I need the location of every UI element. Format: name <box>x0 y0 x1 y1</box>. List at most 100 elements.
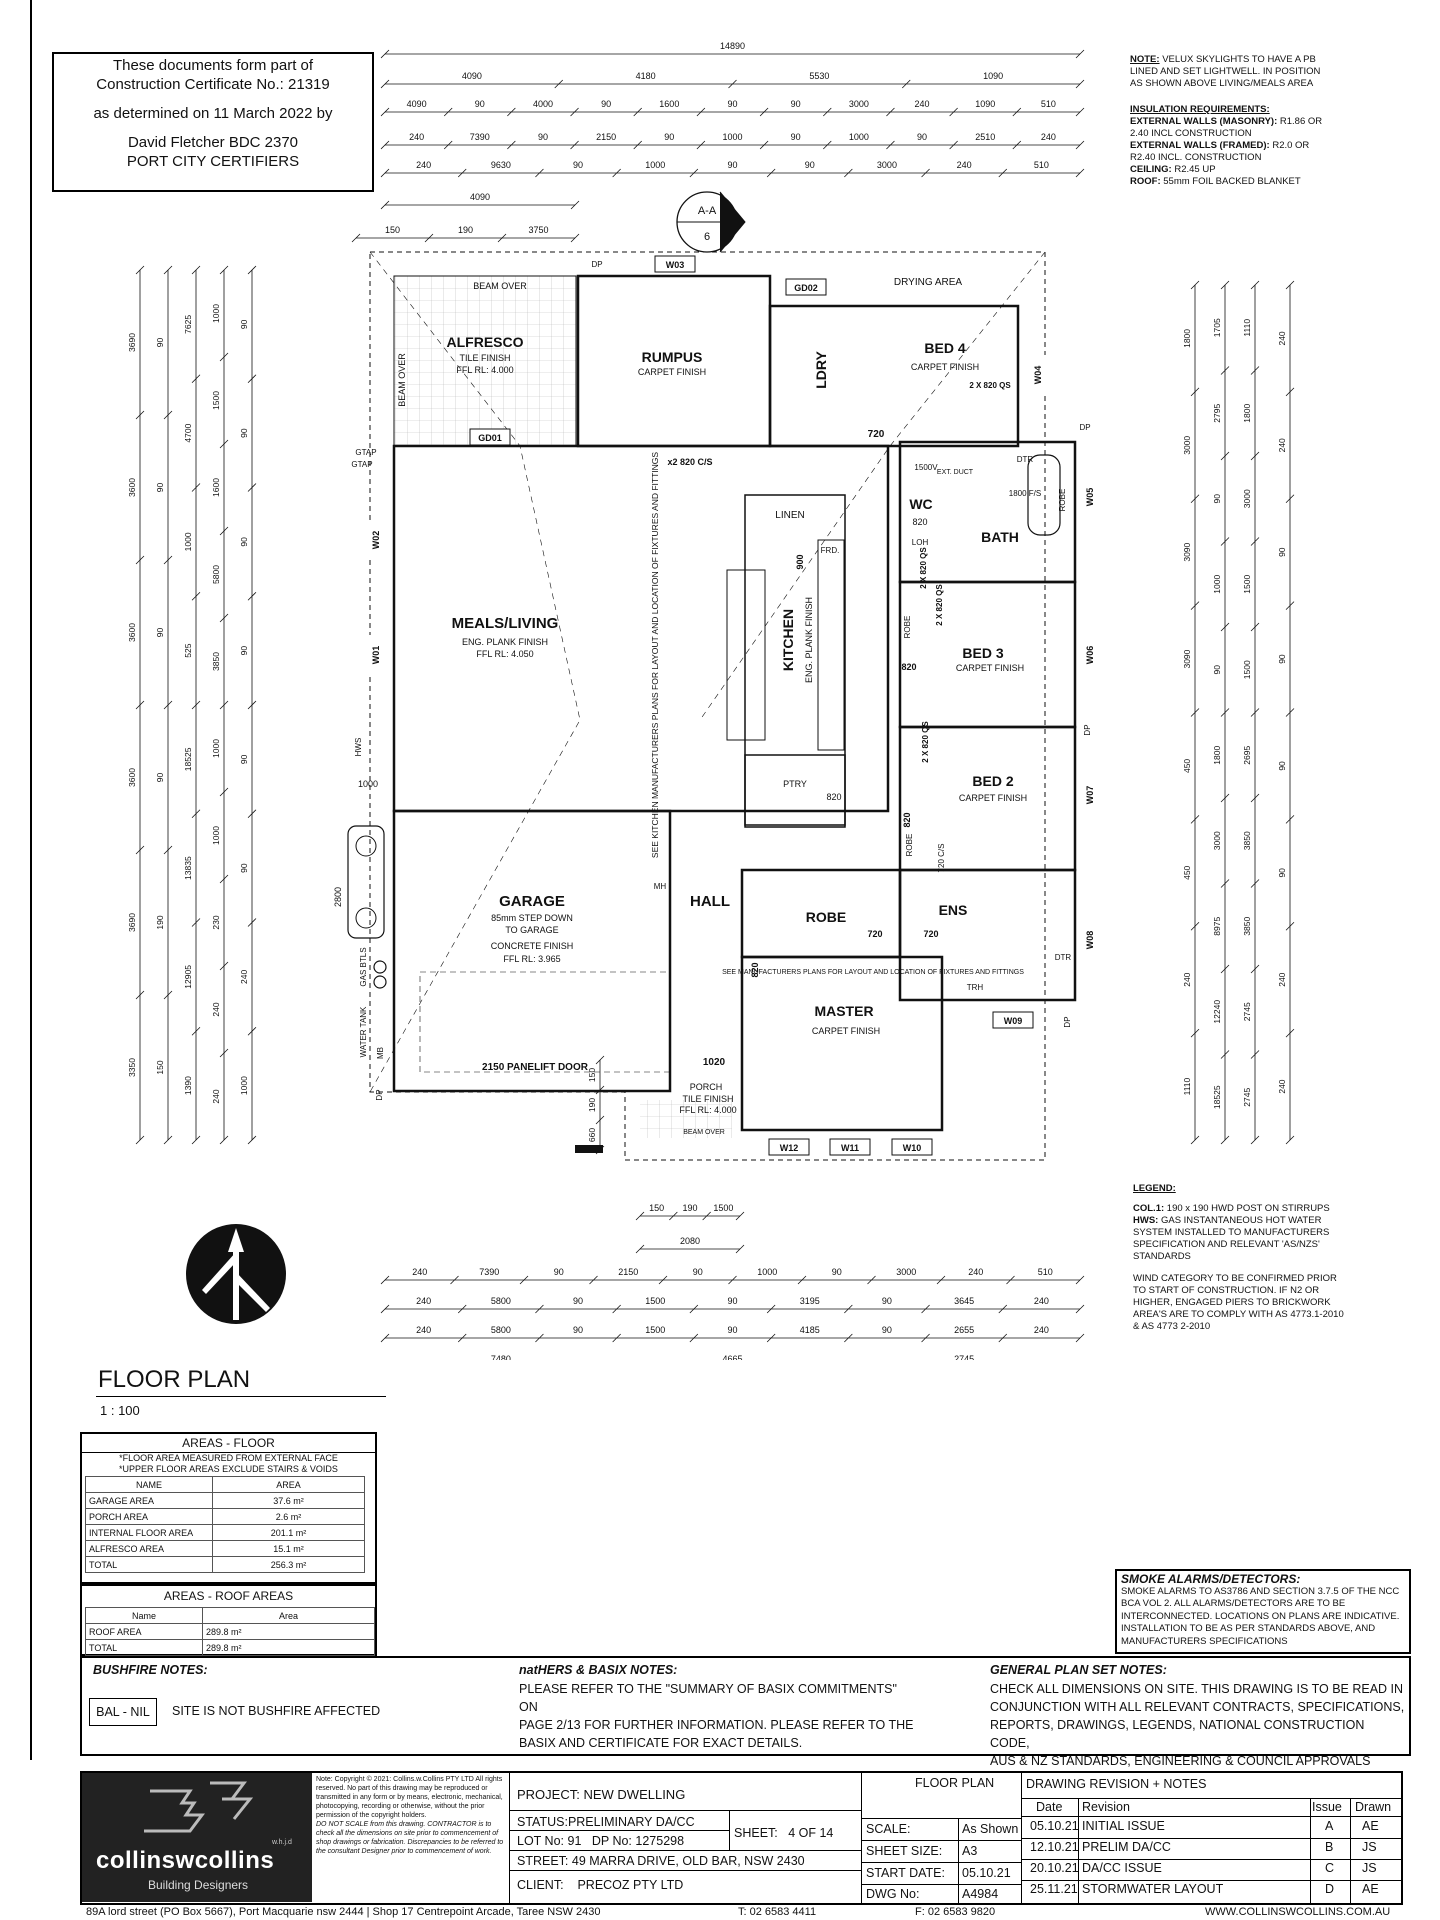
dim-tick <box>735 1244 745 1254</box>
legend-title: LEGEND: <box>1133 1183 1176 1194</box>
legend-hws-text: GAS INSTANTANEOUS HOT WATER SYSTEM INSTA… <box>1133 1215 1330 1262</box>
dim-tick <box>822 107 832 117</box>
dim-tick <box>1190 708 1200 717</box>
dim-label: 1500 <box>645 1325 665 1335</box>
plan-annotation: MB <box>376 1047 385 1059</box>
dim-label: 3850 <box>1242 831 1252 850</box>
window-label: GD02 <box>794 283 818 293</box>
room-label: GARAGE <box>499 893 565 910</box>
dim-tick <box>1250 1050 1260 1059</box>
dim-label: 90 <box>727 1296 737 1306</box>
dim-label: 240 <box>1277 972 1287 986</box>
plan-annotation: WATER TANK <box>359 1006 368 1057</box>
dim-label: 240 <box>915 99 930 109</box>
garage-walls <box>392 809 672 1093</box>
footer-fax: F: 02 6583 9820 <box>915 1906 996 1918</box>
dim-tick <box>1285 921 1295 931</box>
plan-annotation: 1000 <box>358 779 378 789</box>
dim-label: 1090 <box>983 71 1003 81</box>
general-title: GENERAL PLAN SET NOTES: <box>990 1663 1167 1677</box>
window-tag <box>654 255 696 273</box>
dim-tick <box>936 1275 946 1285</box>
dim-label: 90 <box>239 646 249 656</box>
dim-tick <box>766 1333 776 1343</box>
dim-label: 12905 <box>183 965 193 989</box>
dim-label: 8975 <box>1212 917 1222 936</box>
areas-floor-box: AREAS - FLOOR *FLOOR AREA MEASURED FROM … <box>80 1432 377 1584</box>
insulation-title: INSULATION REQUIREMENTS: <box>1130 104 1270 115</box>
dim-label: 1000 <box>239 1076 249 1095</box>
dim-label: 240 <box>211 1089 221 1103</box>
footer-phone: T: 02 6583 4411 <box>738 1906 817 1918</box>
north-arrow-icon <box>186 1224 286 1324</box>
dim-tick <box>497 233 507 243</box>
dim-label: 240 <box>968 1267 983 1277</box>
dim-tick <box>191 1135 201 1145</box>
project-field: PROJECT: NEW DWELLING <box>517 1787 685 1802</box>
dim-label: 240 <box>1034 1296 1049 1306</box>
dim-label: 3000 <box>1242 489 1252 508</box>
room-label: CONCRETE FINISH <box>491 941 574 951</box>
dim-tick <box>1190 601 1200 610</box>
dim-label: 1110 <box>1242 319 1252 337</box>
dim-label: 240 <box>211 1002 221 1016</box>
dim-label: 7390 <box>479 1267 499 1277</box>
dim-tick <box>921 168 930 178</box>
dim-tick <box>1190 494 1200 504</box>
page-frame-left <box>30 0 32 1760</box>
plan-annotation: 2 X 820 QS <box>921 721 930 763</box>
lot-field: LOT No: 91 DP No: 1275298 <box>517 1834 684 1848</box>
dim-tick <box>135 265 145 275</box>
dim-tick <box>219 439 229 449</box>
room-label: BED 2 <box>972 773 1013 789</box>
dim-tick <box>886 107 895 117</box>
dim-tick <box>219 700 229 710</box>
dim-label: 240 <box>1277 331 1287 345</box>
drawing-title: FLOOR PLAN <box>915 1776 995 1790</box>
dim-tick <box>535 1333 544 1343</box>
dim-label: 190 <box>155 915 165 929</box>
dim-tick <box>135 990 145 1000</box>
start-date-label: START DATE: <box>866 1866 945 1880</box>
dimension-lines <box>135 49 1295 1343</box>
dim-label: 90 <box>554 1267 564 1277</box>
street-label: STREET: <box>517 1854 569 1868</box>
tb-divider <box>509 1771 510 1905</box>
dim-tick <box>612 168 621 178</box>
insul-text-3: 55mm FOIL BACKED BLANKET <box>1163 176 1301 187</box>
row-name: GARAGE AREA <box>85 1492 213 1509</box>
client-label: CLIENT: <box>517 1878 564 1892</box>
dim-tick <box>901 79 911 89</box>
dim-tick <box>1220 964 1230 974</box>
dim-tick <box>163 555 173 565</box>
window-label: W07 <box>1085 786 1095 805</box>
dim-label: 1000 <box>722 132 742 142</box>
dim-label: 4185 <box>800 1325 820 1335</box>
dim-label: 3690 <box>127 913 137 932</box>
gas-bottle <box>373 960 387 974</box>
plan-annotation: DP <box>1063 1016 1072 1027</box>
dim-label: 230 <box>211 915 221 929</box>
plan-annotation: 2800 <box>333 887 343 907</box>
window-tag <box>1081 635 1099 675</box>
insul-text-2: R2.45 UP <box>1174 164 1216 175</box>
plan-annotation: 2 X 820 QS <box>935 584 944 626</box>
dim-tick <box>457 168 467 178</box>
dim-label: 2510 <box>975 132 995 142</box>
kitchen-note: SEE KITCHEN MANUFACTURERS PLANS FOR LAYO… <box>650 452 660 858</box>
dim-tick <box>689 168 699 178</box>
dim-tick <box>689 1333 699 1343</box>
dim-tick <box>1075 140 1085 150</box>
revision-drawn: JS <box>1362 1861 1377 1875</box>
revision-rev: INITIAL ISSUE <box>1082 1819 1165 1833</box>
dim-tick <box>844 168 853 178</box>
dim-tick <box>1012 140 1022 150</box>
dim-tick <box>844 1304 853 1314</box>
dim-label: 3000 <box>1212 831 1222 850</box>
dim-tick <box>219 265 229 275</box>
revision-drawn: AE <box>1362 1819 1379 1833</box>
room-label: TO GARAGE <box>505 925 558 935</box>
dim-label: 5800 <box>491 1296 511 1306</box>
dim-tick <box>135 410 145 420</box>
